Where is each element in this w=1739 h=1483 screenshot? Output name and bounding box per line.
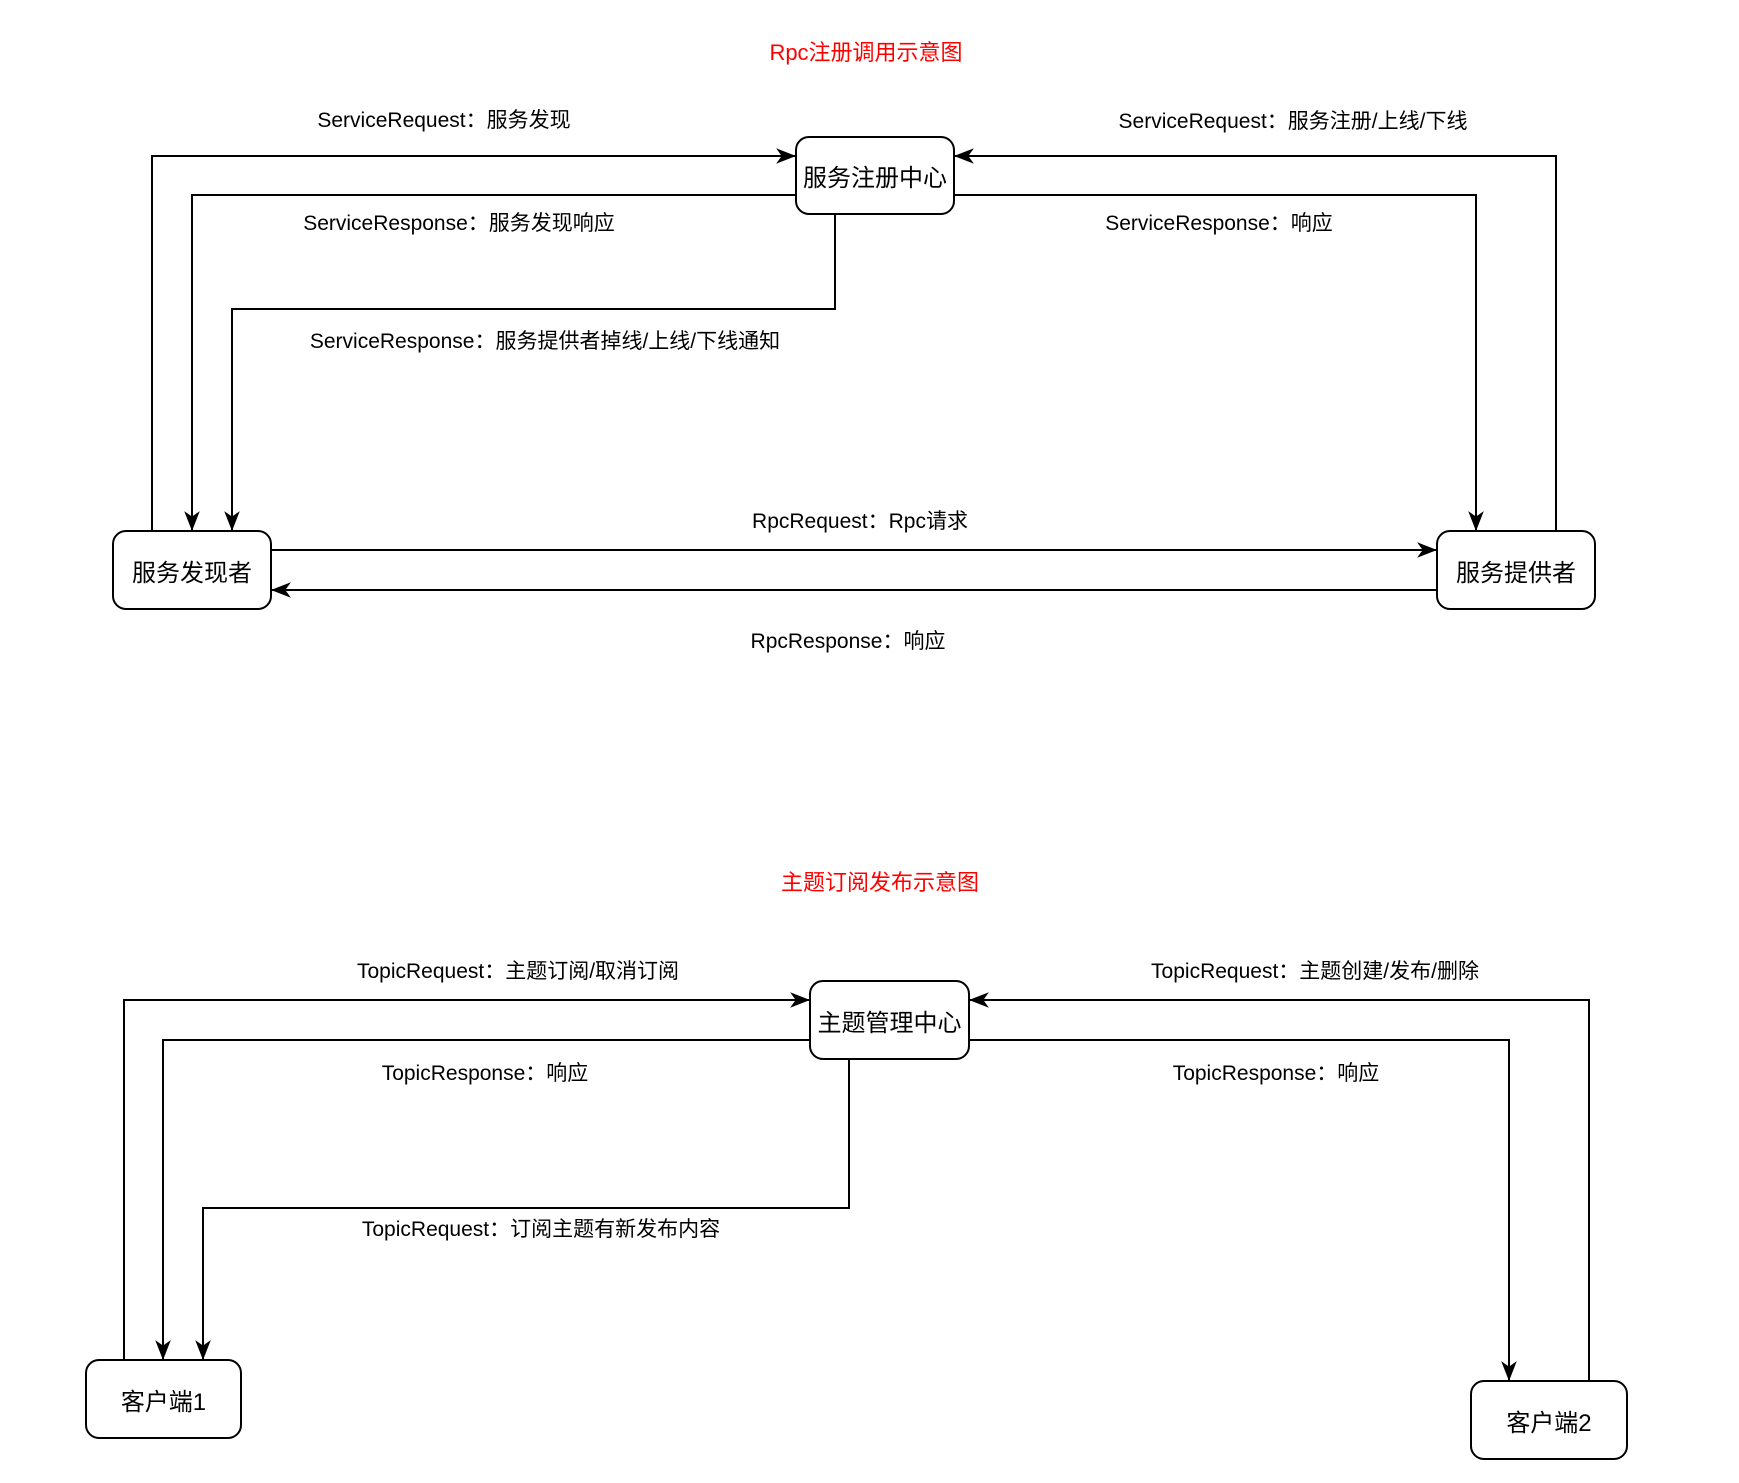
node-client2: 客户端2 xyxy=(1470,1380,1628,1460)
edge-service-request-discovery xyxy=(151,148,797,530)
edge-label-rpc-request: RpcRequest：Rpc请求 xyxy=(752,510,968,533)
node-service-provider-label: 服务提供者 xyxy=(1456,559,1576,587)
node-client2-label: 客户端2 xyxy=(1506,1409,1592,1437)
edge-label-service-request-register: ServiceRequest：服务注册/上线/下线 xyxy=(1118,110,1468,133)
edge-label-service-response-ack: ServiceResponse：响应 xyxy=(1105,212,1333,235)
node-service-discoverer: 服务发现者 xyxy=(112,530,272,610)
edge-topic-request-manage xyxy=(968,992,1590,1380)
edge-label-service-request-discovery: ServiceRequest：服务发现 xyxy=(317,109,571,132)
edge-topic-request-subscribe xyxy=(123,992,811,1359)
edge-service-response-discovery xyxy=(184,194,795,532)
edge-label-topic-request-subscribe: TopicRequest：主题订阅/取消订阅 xyxy=(356,960,680,983)
node-service-registry: 服务注册中心 xyxy=(795,136,955,215)
diagram2-title: 主题订阅发布示意图 xyxy=(780,870,980,895)
edge-label-topic-response-left: TopicResponse：响应 xyxy=(381,1062,589,1085)
edge-label-topic-request-push: TopicRequest：订阅主题有新发布内容 xyxy=(361,1218,721,1241)
edge-label-rpc-response: RpcResponse：响应 xyxy=(750,630,946,653)
edge-label-service-response-notify: ServiceResponse：服务提供者掉线/上线/下线通知 xyxy=(309,330,781,353)
node-client1-label: 客户端1 xyxy=(120,1388,207,1416)
edge-topic-response-right xyxy=(970,1039,1517,1382)
node-service-registry-label: 服务注册中心 xyxy=(803,165,947,192)
node-topic-center-label: 主题管理中心 xyxy=(817,1009,962,1037)
edge-topic-request-push xyxy=(195,1060,850,1361)
diagram1-title: Rpc注册调用示意图 xyxy=(769,40,963,65)
edge-label-topic-request-manage: TopicRequest：主题创建/发布/删除 xyxy=(1151,960,1479,983)
node-client1: 客户端1 xyxy=(85,1359,242,1439)
edge-label-topic-response-right: TopicResponse：响应 xyxy=(1172,1062,1380,1085)
node-service-provider: 服务提供者 xyxy=(1436,530,1596,610)
edge-service-response-ack xyxy=(955,194,1484,532)
edge-service-response-notify xyxy=(224,215,836,532)
edge-label-service-response-discovery: ServiceResponse：服务发现响应 xyxy=(303,212,615,235)
edge-topic-response-left xyxy=(155,1039,809,1361)
node-topic-center: 主题管理中心 xyxy=(809,980,970,1060)
edge-service-request-register xyxy=(953,148,1557,530)
node-service-discoverer-label: 服务发现者 xyxy=(132,559,252,587)
